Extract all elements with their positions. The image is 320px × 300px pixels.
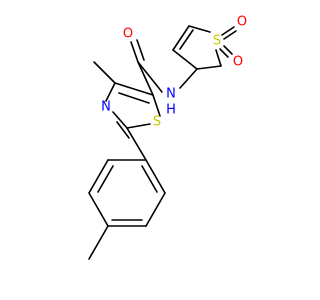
bond [221,26,235,36]
bond [118,92,150,104]
bond [141,165,158,193]
bond [172,25,190,51]
sulfone-sulfur-label: S [213,34,221,49]
thiazole-nitrogen-label: N [101,100,111,115]
sulfone-oxygen-1-label: O [237,15,247,30]
bond [126,127,147,161]
amide-nitrogen-label: N [166,87,176,102]
bond [88,159,109,194]
thiazole-ring [93,61,161,161]
bond [116,121,130,139]
molecule-diagram: O N H N S S O O [88,15,247,260]
sulfone-oxygen-2-label: O [233,55,243,70]
bond [223,30,237,40]
bond [114,82,154,96]
molecule-structure: O N H N S S O O [88,15,247,260]
bond [97,165,114,193]
bond [145,159,166,194]
bond [215,49,222,67]
bond [188,25,211,33]
bond [179,29,194,50]
thiazole-sulfur-label: S [153,115,161,130]
bond [93,61,116,84]
bond [126,123,151,129]
bond [152,94,161,117]
bond [130,41,139,63]
bond [137,61,163,93]
bond [172,49,198,70]
bond [137,61,154,96]
carbonyl-oxygen-label: O [123,27,133,42]
bond [88,192,109,227]
bond [219,48,229,58]
bond [112,111,128,129]
bond [179,68,198,89]
amide-hydrogen-label: H [166,103,176,118]
bond [196,65,222,70]
sulfolene-ring [172,25,237,70]
bond [105,82,116,102]
amide-group [130,39,198,96]
tolyl-ring [88,159,166,260]
bond [223,45,233,55]
bond [145,192,166,227]
bond [88,225,109,260]
bond [136,39,145,61]
